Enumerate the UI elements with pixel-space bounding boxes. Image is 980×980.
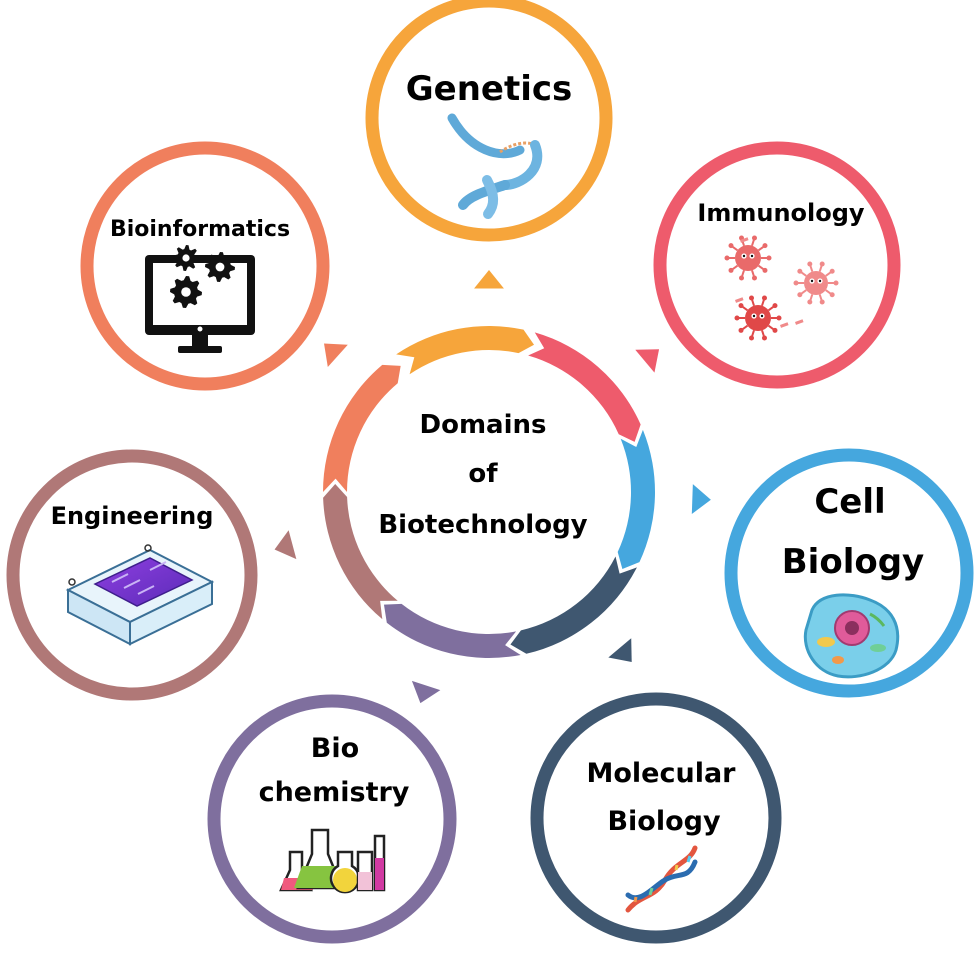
- cell-biology-label-line-2: Biology: [782, 542, 924, 582]
- computer-gears-icon: [145, 245, 255, 353]
- domain-biochemistry: Bio chemistry: [207, 694, 457, 944]
- cell-biology-label-line-1: Cell: [814, 482, 885, 522]
- ring-segment-bioinformatics: [323, 364, 401, 492]
- engineering-label: Engineering: [51, 502, 214, 530]
- bioinformatics-label: Bioinformatics: [110, 217, 290, 242]
- domain-bioinformatics: Bioinformatics: [80, 141, 330, 391]
- genetics-circle: [365, 0, 613, 242]
- biochemistry-label-line-2: chemistry: [259, 777, 410, 808]
- ring-segment-cell-biology: [617, 429, 655, 569]
- lab-flasks-icon: [279, 828, 386, 894]
- domain-engineering: Engineering: [6, 449, 258, 701]
- center-title-line-3: Biotechnology: [378, 510, 587, 540]
- virus-icon: [724, 235, 839, 341]
- gel-electrophoresis-icon: [65, 544, 215, 646]
- ring-segment-molecular-biology: [510, 556, 637, 654]
- domain-genetics: Genetics: [365, 0, 613, 242]
- arrow-to-cell-biology: [691, 484, 711, 515]
- center-title-line-2: of: [468, 459, 498, 489]
- genetics-label: Genetics: [406, 69, 573, 109]
- immunology-circle: [653, 141, 901, 389]
- ring-segment-genetics: [396, 326, 535, 375]
- arrow-to-genetics: [474, 270, 504, 289]
- center-ring: [323, 326, 655, 658]
- arrow-to-engineering: [274, 530, 297, 560]
- chromosome-icon: [447, 113, 543, 219]
- domain-immunology: Immunology: [653, 141, 901, 389]
- ring-segment-engineering: [323, 483, 398, 620]
- molecular-biology-label-line-2: Biology: [607, 806, 721, 837]
- domain-cell-biology: Cell Biology: [724, 448, 974, 698]
- molecular-biology-circle: [530, 692, 782, 944]
- molecular-biology-label-line-1: Molecular: [586, 758, 736, 789]
- arrow-to-molecular-biology: [608, 638, 632, 663]
- center-title: Domains of Biotechnology: [378, 410, 587, 540]
- arrow-to-biochemistry: [411, 680, 441, 704]
- center-title-line-1: Domains: [420, 410, 547, 440]
- biochemistry-label-line-1: Bio: [311, 733, 359, 764]
- immunology-label: Immunology: [697, 199, 865, 227]
- ring-segment-biochemistry: [383, 603, 521, 658]
- cell-biology-circle: [724, 448, 974, 698]
- arrow-to-immunology: [635, 349, 660, 373]
- domain-molecular-biology: Molecular Biology: [530, 692, 782, 944]
- dna-helix-icon: [625, 845, 698, 913]
- ring-segment-immunology: [528, 332, 641, 442]
- biochemistry-circle: [207, 694, 457, 944]
- arrow-to-bioinformatics: [324, 343, 348, 367]
- pointer-arrows: [274, 270, 711, 704]
- animal-cell-icon: [803, 593, 900, 679]
